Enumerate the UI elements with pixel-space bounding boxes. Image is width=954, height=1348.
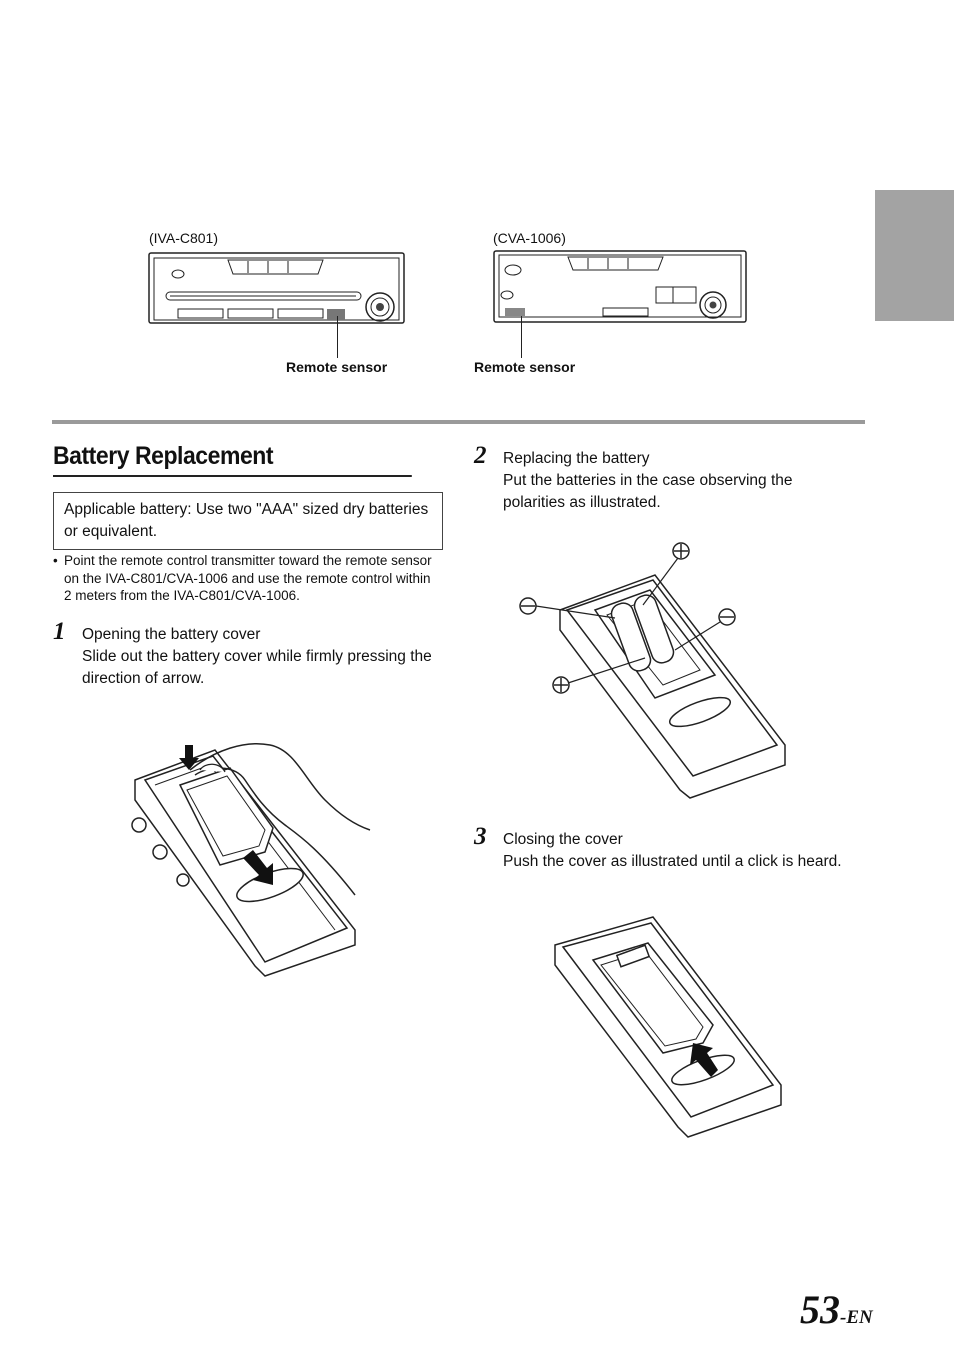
step-1-number: 1	[53, 618, 66, 645]
arrow-icon	[179, 745, 199, 770]
unit-label-cva-1006: (CVA-1006)	[493, 230, 566, 246]
sensor-leader-left	[337, 316, 338, 358]
applicable-battery-box: Applicable battery: Use two "AAA" sized …	[53, 492, 443, 550]
arrow-icon	[690, 1043, 718, 1077]
step-2-text: Replacing the battery Put the batteries …	[503, 448, 843, 514]
step-1-title: Opening the battery cover	[82, 626, 261, 643]
page-number: 53-EN	[800, 1286, 873, 1333]
step-2-number: 2	[474, 442, 487, 469]
side-index-tab	[875, 190, 954, 321]
minus-icon	[519, 597, 537, 615]
step-2-body: Put the batteries in the case observing …	[503, 472, 793, 511]
sensor-leader-right	[521, 316, 522, 358]
plus-icon	[672, 542, 690, 560]
head-unit-cva-1006-icon	[493, 250, 747, 323]
usage-note: • Point the remote control transmitter t…	[53, 552, 438, 605]
unit-label-iva-c801: (IVA-C801)	[149, 230, 218, 246]
remote-sensor-label-right: Remote sensor	[474, 359, 576, 375]
head-unit-iva-c801-icon	[148, 252, 405, 324]
section-title: Battery Replacement	[53, 442, 412, 477]
step-3-text: Closing the cover Push the cover as illu…	[503, 829, 843, 873]
remote-close-icon	[554, 916, 782, 1138]
page-number-suffix: -EN	[840, 1307, 873, 1328]
usage-note-text: Point the remote control transmitter tow…	[64, 553, 432, 603]
step-2-title: Replacing the battery	[503, 450, 650, 467]
step-3-title: Closing the cover	[503, 831, 623, 848]
remote-sensor-label-left: Remote sensor	[286, 359, 388, 375]
plus-icon	[552, 676, 570, 694]
hand-icon	[189, 743, 371, 831]
step-3-body: Push the cover as illustrated until a cl…	[503, 853, 842, 870]
section-divider	[52, 420, 865, 424]
remote-open-icon	[131, 743, 371, 977]
bullet-dot: •	[53, 553, 58, 568]
remote-batteries-icon	[519, 542, 786, 799]
step-3-number: 3	[474, 823, 487, 850]
step-1-text: Opening the battery cover Slide out the …	[82, 624, 442, 690]
minus-icon	[718, 608, 736, 626]
step-1-body: Slide out the battery cover while firmly…	[82, 648, 432, 687]
page-number-value: 53	[800, 1287, 840, 1332]
